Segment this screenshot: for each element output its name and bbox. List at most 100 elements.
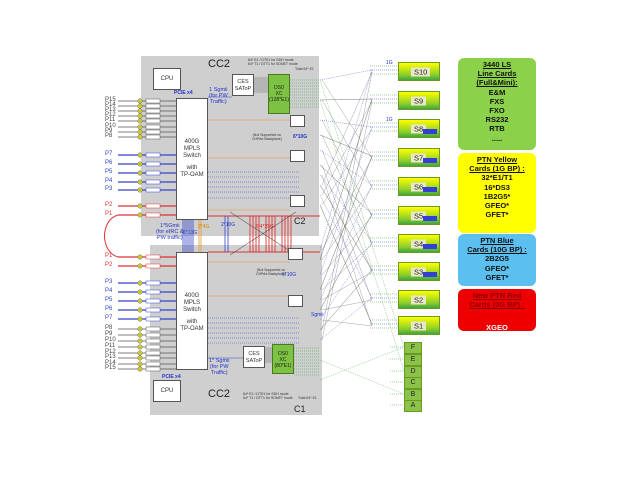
switch-top-line4: with [186, 165, 198, 171]
legend-title: Cards (10G BP) : [467, 245, 527, 255]
slot-10g-indicator [423, 244, 437, 249]
port-label: P7 [105, 151, 113, 157]
legend-item: ..... [491, 133, 503, 143]
port-connector-icon [137, 161, 143, 167]
fanout-link [321, 79, 373, 159]
speed-6x10g-top: 6*10G [293, 134, 308, 140]
legend-title: (Full&Mini): [476, 78, 518, 88]
sfp-module [145, 263, 161, 269]
slot-s9: S9 [398, 91, 440, 110]
slot-s6: S6 [398, 177, 440, 196]
port-label: P2 [105, 202, 113, 208]
sfp-module [145, 179, 161, 185]
mpls-switch-bottom: 400G MPLS Switch with TP-OAM [176, 252, 208, 370]
sfp-module [145, 316, 161, 322]
slot-label: S9 [411, 96, 427, 105]
port-connector-icon [137, 344, 143, 350]
fanout-link [321, 299, 373, 311]
sfp-module [145, 280, 161, 286]
port-label: P4 [105, 288, 113, 294]
sfp-module [145, 134, 161, 140]
port-connector-icon [137, 179, 143, 185]
fanout-link [319, 174, 373, 243]
legend-item: FXS [489, 96, 505, 106]
slot-s3: S3 [398, 262, 440, 281]
port-connector-icon [137, 298, 143, 304]
port-connector-icon [137, 103, 143, 109]
tdm-note-top: Total 64* E1 [295, 67, 314, 71]
speed-1g-s10: 1G [386, 60, 393, 66]
port-connector-icon [137, 113, 143, 119]
speed-3x4x25g: 3*4*25G [255, 224, 274, 230]
speed-2x10g: 2*10G [221, 222, 236, 228]
sfp-module [145, 212, 161, 218]
fanout-link [321, 243, 373, 291]
fanout-link [319, 164, 373, 215]
port-connector-icon [137, 350, 143, 356]
p1-loop-link [104, 214, 119, 258]
slot-label: S8 [411, 124, 427, 133]
port-connector-icon [137, 332, 143, 338]
sfp-module [145, 118, 161, 124]
port-label: P14 [105, 360, 116, 366]
port-label: P12 [105, 112, 116, 118]
port-connector-icon [137, 118, 143, 124]
legend-item: XGEO [486, 322, 508, 332]
port-connector-icon [137, 187, 143, 193]
fanout-link [319, 213, 373, 311]
fanout-link [319, 269, 373, 331]
fanout-link [319, 194, 373, 299]
slot-label: S6 [411, 182, 427, 191]
mpls-switch-top: 400G MPLS Switch with TP-OAM [176, 98, 208, 220]
speed-6x10g-mid: 6*10G [183, 230, 198, 236]
speed-6x10g-bottom: 6*10G [282, 272, 297, 278]
port-connector-icon [137, 326, 143, 332]
port-connector-icon [137, 316, 143, 322]
port-label: P4 [105, 178, 113, 184]
legend-title: Cards (0G BP) : [469, 300, 525, 310]
slot-label: S10 [411, 67, 431, 76]
fanout-link [321, 186, 373, 261]
legend-item: 16*DS3 [484, 182, 510, 192]
fanout-link [321, 128, 373, 206]
legend-title: New PTN Red [472, 291, 522, 300]
fanout-tdm-link [319, 99, 405, 372]
port-connector-icon [137, 152, 143, 158]
port-label: P1 [105, 211, 113, 217]
fanout-link [319, 126, 373, 276]
fanout-link [321, 271, 373, 301]
fanout-link [321, 164, 373, 301]
tdm-note-bottom: Total 64* E1 [298, 396, 317, 400]
port-label: P6 [105, 306, 113, 312]
cross-line [229, 211, 297, 256]
slot-label: S3 [411, 267, 427, 276]
sfp-module [145, 298, 161, 304]
port-connector-icon [137, 254, 143, 260]
slot-10g-indicator [423, 158, 437, 163]
slot-s2: S2 [398, 290, 440, 309]
port-label: P10 [105, 123, 116, 129]
fanout-link [319, 204, 373, 325]
sfp-module [145, 124, 161, 130]
legend-item: E&M [488, 87, 506, 97]
pcie-bottom-label: PCIE x4 [162, 374, 181, 380]
switch-top-line5: TP-OAM [180, 172, 204, 178]
sfp-module [145, 203, 161, 209]
slot-s1: S1 [398, 316, 440, 335]
c1-label: C1 [294, 404, 306, 414]
port-connector-icon [137, 361, 143, 367]
slot-label: S4 [411, 239, 427, 248]
sfp-module [145, 103, 161, 109]
port-label: P14 [105, 102, 116, 108]
slot-label: S1 [411, 321, 427, 330]
fanout-link [319, 155, 373, 291]
sfp-module [145, 361, 161, 367]
phy-top-3 [290, 195, 305, 207]
fanout-link [321, 99, 373, 188]
